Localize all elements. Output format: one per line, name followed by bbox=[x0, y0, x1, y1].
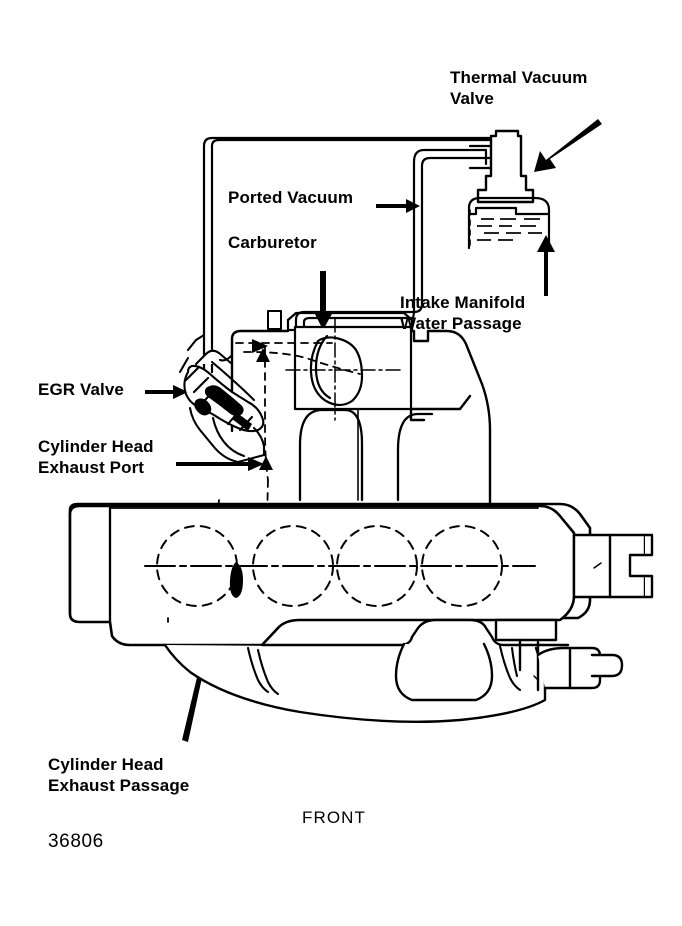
exhaust-port-arrow bbox=[176, 457, 264, 471]
label-thermal-vacuum-valve: Thermal Vacuum Valve bbox=[450, 68, 588, 108]
egr-valve-outline-detail bbox=[188, 406, 266, 464]
egr-valve-arrow bbox=[145, 385, 188, 399]
label-intake-manifold-water-passage: Intake Manifold Water Passage bbox=[400, 293, 526, 333]
carburetor-icon bbox=[286, 311, 414, 411]
carburetor-vacuum-hose bbox=[294, 148, 494, 332]
intake-manifold-runners bbox=[298, 408, 434, 502]
egr-mount-bracket bbox=[178, 333, 234, 374]
exhaust-passage-arrow bbox=[182, 633, 215, 742]
carburetor-port-fitting bbox=[267, 310, 282, 330]
ported-vacuum-hose-outer bbox=[202, 136, 502, 374]
label-cylinder-head-exhaust-port: Cylinder Head Exhaust Port bbox=[38, 437, 154, 477]
coolant-hatching-icon bbox=[477, 218, 542, 241]
water-passage-arrow bbox=[537, 235, 555, 296]
bell-housing-flange bbox=[572, 533, 654, 599]
carburetor-arrow bbox=[314, 271, 333, 330]
coolant-outlet-pipe bbox=[494, 618, 624, 692]
label-cylinder-head-exhaust-passage: Cylinder Head Exhaust Passage bbox=[48, 755, 190, 795]
carburetor-centerline bbox=[285, 317, 401, 421]
thermal-vacuum-valve-icon bbox=[468, 129, 535, 204]
label-front-orientation: FRONT bbox=[302, 808, 367, 827]
exhaust-crossover-mark bbox=[229, 562, 243, 598]
egr-valve-shading bbox=[194, 385, 252, 431]
block-top-detail bbox=[109, 507, 539, 623]
ported-vacuum-arrow bbox=[376, 199, 420, 213]
label-carburetor: Carburetor bbox=[228, 233, 317, 252]
figure-number: 36806 bbox=[48, 831, 104, 852]
engine-block-silhouette bbox=[68, 504, 576, 647]
label-egr-valve: EGR Valve bbox=[38, 380, 124, 399]
thermal-vacuum-valve-arrow bbox=[534, 119, 602, 172]
label-ported-vacuum: Ported Vacuum bbox=[228, 188, 354, 207]
